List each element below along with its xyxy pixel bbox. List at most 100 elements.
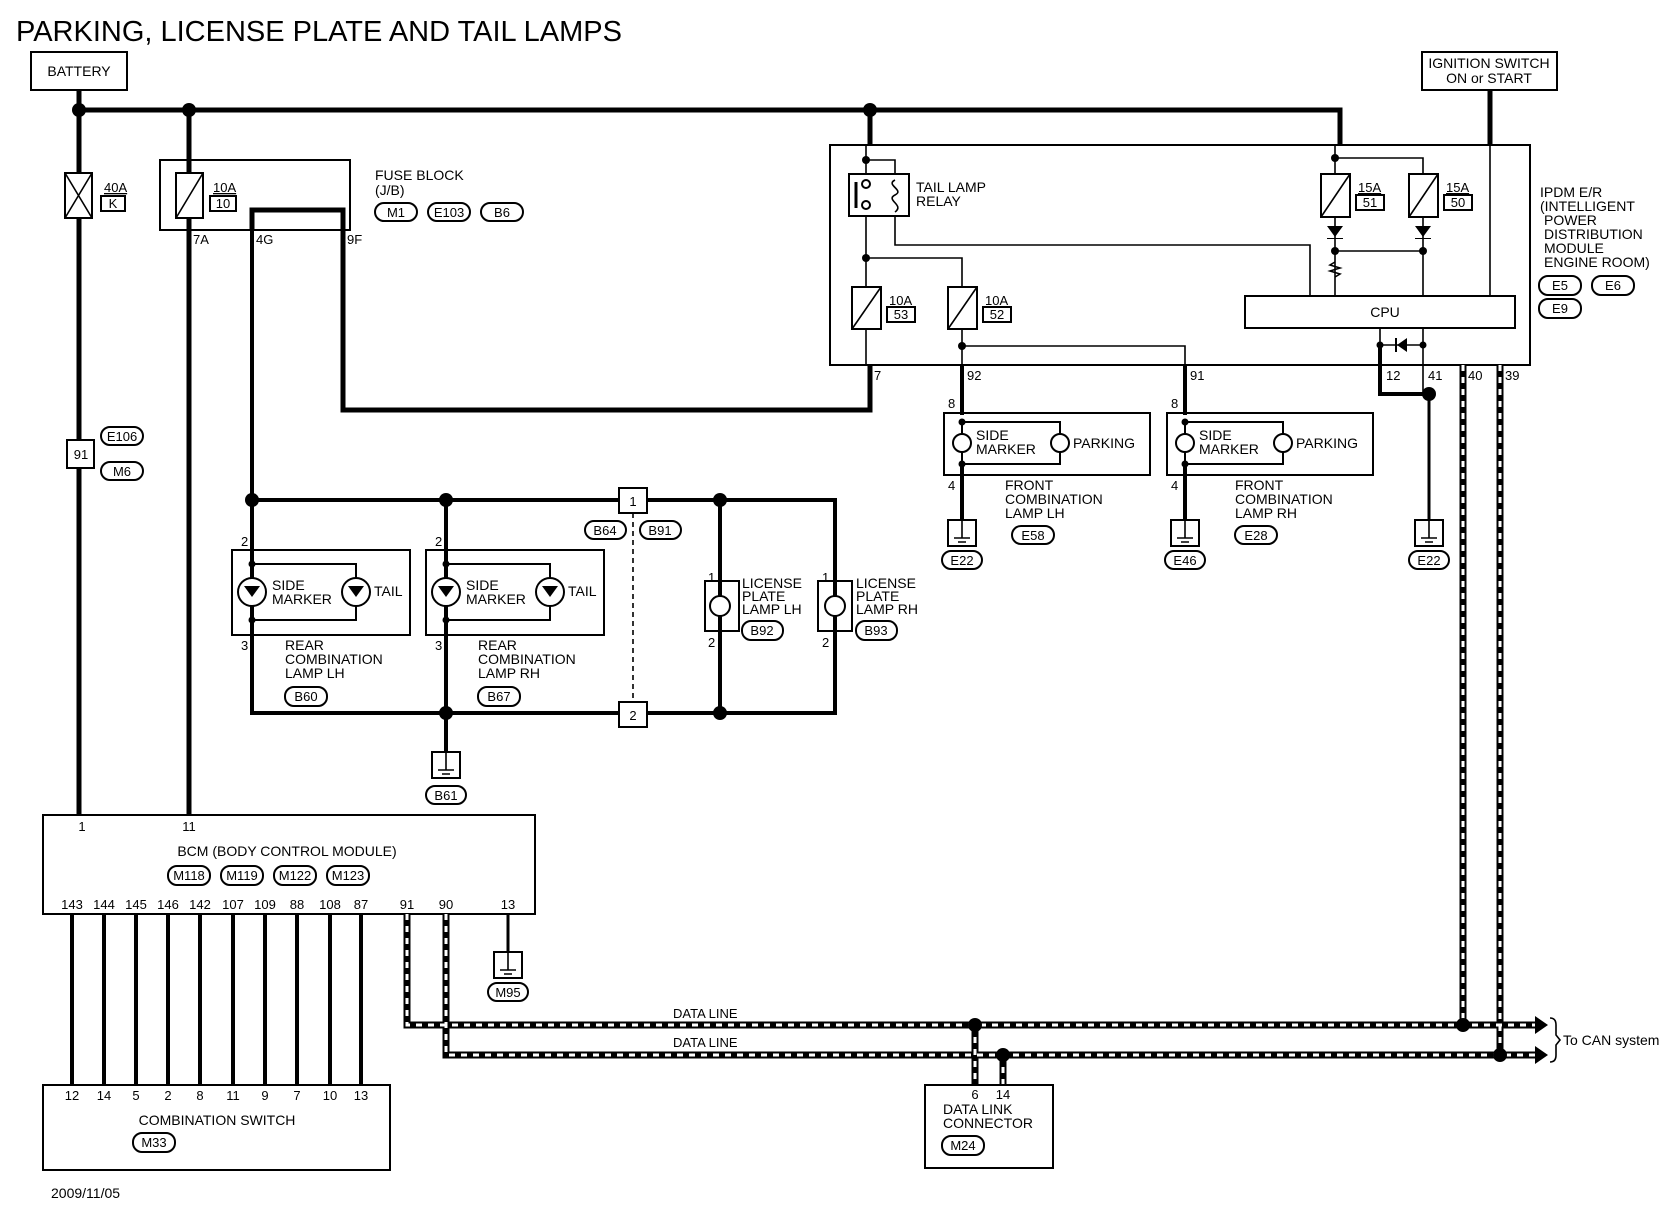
led-label: SIDE bbox=[272, 577, 305, 593]
relay-coil-icon bbox=[891, 179, 899, 213]
ground-label: M95 bbox=[495, 985, 520, 1000]
harness-connector-pin bbox=[618, 487, 648, 514]
can-data-line bbox=[403, 365, 1535, 1085]
ipdm-label: POWER bbox=[1544, 212, 1597, 228]
bulb-icon bbox=[952, 433, 972, 453]
harness-connector-pin bbox=[618, 701, 648, 728]
pin-label: 1 bbox=[78, 819, 85, 834]
bulb-label: SIDE bbox=[976, 427, 1009, 443]
lamp-label: FRONT bbox=[1235, 477, 1284, 493]
connector-tag-label: B93 bbox=[864, 623, 887, 638]
wire bbox=[1334, 217, 1424, 296]
fuse-icon bbox=[1320, 173, 1351, 218]
inline-connector-pin: 91 bbox=[74, 447, 88, 462]
connector-tag-label: M119 bbox=[226, 868, 258, 883]
junction-dot bbox=[713, 706, 727, 720]
ipdm-label: IPDM E/R bbox=[1540, 184, 1602, 200]
connector-tag-label: M118 bbox=[173, 868, 205, 883]
junction-dot bbox=[1181, 460, 1189, 468]
lamp-label: COMBINATION bbox=[1005, 491, 1103, 507]
connector-tag-label: B60 bbox=[294, 689, 317, 704]
fuse-rating: 10A bbox=[213, 180, 236, 195]
relay-wiring bbox=[865, 145, 1311, 325]
connector-tag bbox=[427, 202, 471, 222]
rear-combination-lamp-lh: 2 SIDE MARKER TAIL 3 REAR COMBINATION LA… bbox=[231, 534, 411, 707]
pin-label: 8 bbox=[948, 396, 955, 411]
fuse-block-label: FUSE BLOCK bbox=[375, 167, 464, 183]
bcm-pin-label: 146 bbox=[157, 897, 179, 912]
connector-tag bbox=[284, 686, 328, 707]
junction-dot bbox=[248, 616, 256, 624]
fuse-id: 10 bbox=[216, 196, 230, 211]
junction-dot bbox=[1422, 387, 1436, 401]
battery-bus-wire bbox=[76, 90, 1343, 145]
led-label: TAIL bbox=[374, 583, 403, 599]
fuse-rating: 10A bbox=[985, 293, 1008, 308]
lamp-label: COMBINATION bbox=[285, 651, 383, 667]
switch-pin-label: 5 bbox=[132, 1088, 139, 1103]
connector-tag bbox=[425, 785, 467, 805]
junction-dot bbox=[1181, 418, 1189, 426]
pin-label: 4G bbox=[256, 232, 273, 247]
ground-label: E22 bbox=[950, 553, 973, 568]
junction-dot bbox=[1493, 1048, 1507, 1062]
bcm-pin-label: 144 bbox=[93, 897, 115, 912]
connector-tag bbox=[1234, 525, 1278, 545]
ground-icon bbox=[954, 520, 970, 543]
switch-pin-label: 2 bbox=[164, 1088, 171, 1103]
led-icon bbox=[348, 586, 364, 597]
relay-label: RELAY bbox=[916, 193, 962, 209]
pin-label: 91 bbox=[1190, 368, 1204, 383]
ground-label: E46 bbox=[1173, 553, 1196, 568]
ipdm-label: MODULE bbox=[1544, 240, 1604, 256]
relay-label: TAIL LAMP bbox=[916, 179, 986, 195]
ground-icon bbox=[500, 952, 516, 975]
led-label: TAIL bbox=[568, 583, 597, 599]
license-plate-lamp-rh: 1 2 LICENSE PLATE LAMP RH B93 bbox=[817, 570, 918, 650]
switch-pin-label: 8 bbox=[196, 1088, 203, 1103]
fuse-icon bbox=[175, 172, 204, 219]
connector-tag-label: E106 bbox=[107, 429, 137, 444]
junction-dot bbox=[248, 560, 256, 568]
pin-label: 11 bbox=[182, 819, 196, 834]
diode-icon bbox=[1415, 226, 1431, 239]
connector-tag-label: M122 bbox=[279, 868, 312, 883]
bulb-icon bbox=[1273, 433, 1293, 453]
bulb-icon bbox=[1050, 433, 1070, 453]
lamp-box bbox=[231, 549, 411, 636]
ground-icon bbox=[1421, 520, 1437, 543]
lamp-label: LAMP RH bbox=[856, 601, 918, 617]
connector-tag-label: B64 bbox=[593, 523, 616, 538]
fuse-id-box bbox=[886, 306, 916, 323]
junction-dot bbox=[968, 1018, 982, 1032]
switch-pin-label: 9 bbox=[261, 1088, 268, 1103]
connector-tag-label: M6 bbox=[113, 464, 131, 479]
led-icon bbox=[244, 586, 260, 597]
pin-label: 2 bbox=[629, 708, 636, 723]
junction-dot bbox=[958, 460, 966, 468]
pin-label: 9F bbox=[347, 232, 362, 247]
fuse-id: 51 bbox=[1363, 195, 1377, 210]
license-plate-lamp-lh: 1 2 LICENSE PLATE LAMP LH B92 bbox=[704, 570, 802, 650]
bulb-label: SIDE bbox=[1199, 427, 1232, 443]
connector-tag bbox=[1538, 275, 1582, 296]
connector-tag bbox=[1408, 550, 1450, 570]
junction-dot bbox=[713, 493, 727, 507]
lamp-label: LICENSE bbox=[856, 575, 916, 591]
tail-lamp-relay bbox=[848, 173, 910, 217]
battery-label: BATTERY bbox=[47, 63, 111, 79]
bcm-pin-label: 90 bbox=[439, 897, 453, 912]
diagram-date: 2009/11/05 bbox=[51, 1185, 120, 1201]
wire-9f-to-ipdm-7 bbox=[340, 230, 873, 413]
connector-tag-label: E103 bbox=[434, 205, 464, 220]
connector-tag bbox=[1591, 275, 1635, 296]
pin-label: 92 bbox=[967, 368, 981, 383]
fusible-link-id-box bbox=[100, 195, 126, 212]
bulb-label: PARKING bbox=[1073, 435, 1135, 451]
fusible-link-x-icon bbox=[64, 172, 93, 219]
connector-tag-label: E58 bbox=[1021, 528, 1044, 543]
junction-dot bbox=[1419, 247, 1427, 255]
lamp-label: FRONT bbox=[1005, 477, 1054, 493]
bulb-icon bbox=[1175, 433, 1195, 453]
